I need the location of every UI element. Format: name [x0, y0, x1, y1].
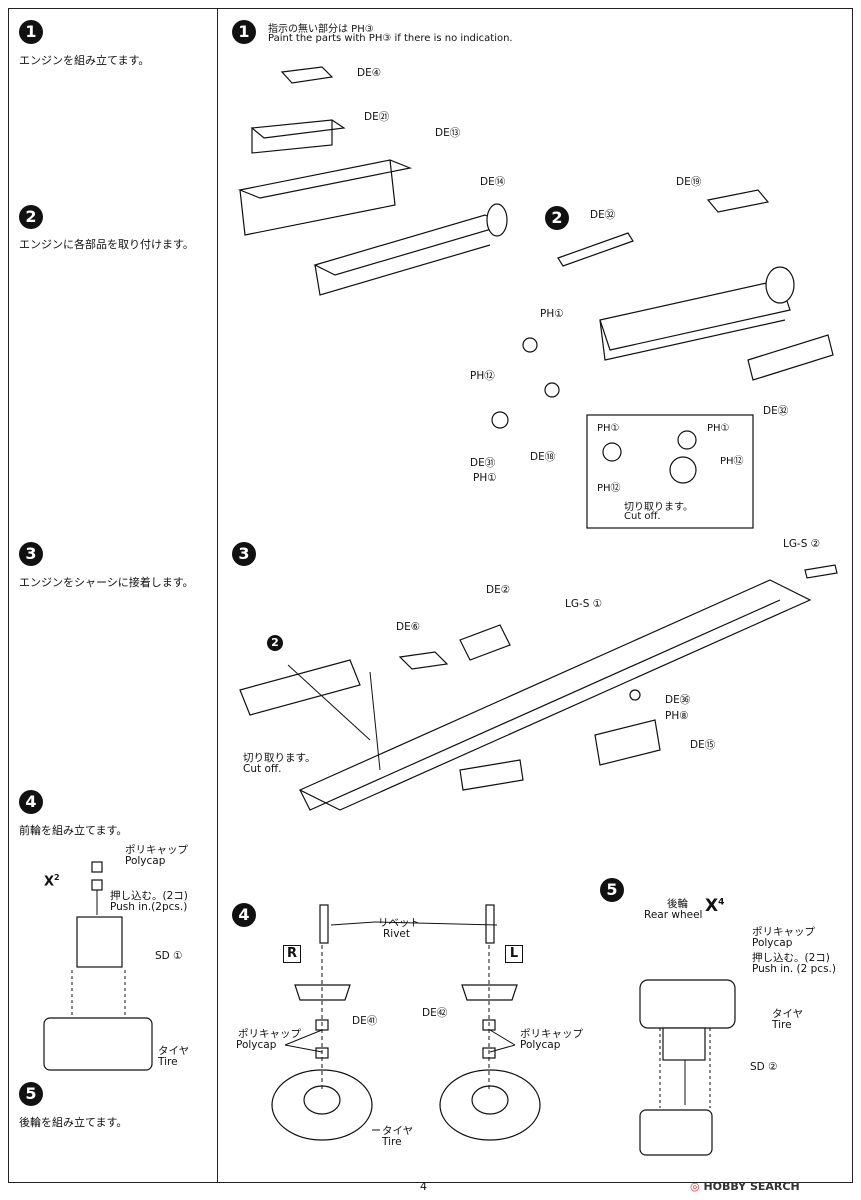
right-wheel-marker: R — [283, 945, 301, 963]
label-de42: DE㊷ — [422, 1007, 448, 1019]
label-de32-top: DE㉜ — [590, 209, 616, 221]
step3-cut-en: Cut off. — [243, 763, 282, 775]
step4-polycap-en-left: Polycap — [236, 1039, 277, 1051]
front-tire-jp: タイヤ — [158, 1045, 190, 1057]
label-de18: DE⑱ — [530, 451, 556, 463]
step4-polycap-en-right: Polycap — [520, 1039, 561, 1051]
left-step-5-text: 後輪を組み立てます。 — [19, 1116, 128, 1129]
label-de15: DE⑮ — [690, 739, 716, 751]
front-push-jp: 押し込む。(2コ) — [110, 890, 188, 902]
front-polycap-en: Polycap — [125, 855, 166, 867]
label-de13: DE⑬ — [435, 127, 461, 139]
label-de19: DE⑲ — [676, 176, 702, 188]
rear-wheel-en: Rear wheel — [644, 909, 703, 921]
inset-ph12-b: PH⑫ — [597, 483, 621, 494]
left-step-1-number: 1 — [19, 20, 43, 44]
label-de14: DE⑭ — [480, 176, 506, 188]
page-number: 4 — [420, 1180, 427, 1193]
front-sd-label: SD ① — [155, 950, 183, 962]
label-ph8: PH⑧ — [665, 710, 689, 722]
step5-polycap-jp: ポリキャップ — [752, 926, 815, 938]
left-step-3-text: エンジンをシャーシに接着します。 — [19, 576, 194, 589]
label-de32-right: DE㉜ — [763, 405, 789, 417]
step5-tire-jp: タイヤ — [772, 1008, 804, 1020]
step4-tire-en: Tire — [382, 1136, 402, 1148]
step3-engine-ref: 2 — [267, 635, 283, 651]
left-step-5-number: 5 — [19, 1082, 43, 1106]
step5-number: 5 — [600, 878, 624, 902]
label-lgs2: LG-S ② — [783, 538, 821, 550]
step5-sd-label: SD ② — [750, 1061, 778, 1073]
step5-polycap-en: Polycap — [752, 937, 793, 949]
step5-push-jp: 押し込む。(2コ) — [752, 952, 830, 964]
step1-note-en: Paint the parts with PH③ if there is no … — [268, 33, 513, 44]
front-tire-en: Tire — [158, 1056, 178, 1068]
left-step-2-text: エンジンに各部品を取り付けます。 — [19, 238, 194, 251]
label-ph12-belt: PH⑫ — [470, 370, 495, 382]
front-polycap-jp: ポリキャップ — [125, 844, 188, 856]
rivet-en: Rivet — [383, 928, 411, 940]
step5-push-en: Push in. (2 pcs.) — [752, 963, 836, 975]
column-divider — [217, 8, 218, 1183]
step4-polycap-jp-right: ポリキャップ — [520, 1028, 583, 1040]
label-ph1-fan: PH① — [473, 472, 497, 484]
step5-tire-en: Tire — [772, 1019, 792, 1031]
step4-tire-jp: タイヤ — [382, 1125, 414, 1137]
left-wheel-marker: L — [505, 945, 523, 963]
left-step-4-number: 4 — [19, 790, 43, 814]
label-de31: DE㉛ — [470, 457, 496, 469]
label-lgs1: LG-S ① — [565, 598, 603, 610]
front-x-mark: X2 — [44, 873, 60, 890]
step4-number: 4 — [232, 903, 256, 927]
page-frame — [8, 8, 853, 1183]
left-step-3-number: 3 — [19, 542, 43, 566]
step2-number: 2 — [545, 206, 569, 230]
step3-number: 3 — [232, 542, 256, 566]
label-de4: DE④ — [357, 67, 382, 79]
left-step-4-text: 前輪を組み立てます。 — [19, 824, 128, 837]
left-step-1-text: エンジンを組み立てます。 — [19, 54, 150, 67]
label-de6: DE⑥ — [396, 621, 421, 633]
inset-ph1-a: PH① — [597, 423, 620, 434]
watermark: ◎ HOBBY SEARCH — [690, 1180, 800, 1193]
label-de41: DE㊶ — [352, 1015, 378, 1027]
label-de36: DE㊱ — [665, 694, 691, 706]
left-step-2-number: 2 — [19, 205, 43, 229]
front-push-en: Push in.(2pcs.) — [110, 901, 188, 913]
label-de2: DE② — [486, 584, 511, 596]
label-ph1-belt: PH① — [540, 308, 564, 320]
inset-ph1-b: PH① — [707, 423, 730, 434]
step3-cut-jp: 切り取ります。 — [243, 752, 316, 764]
rear-wheel-jp: 後輪 — [667, 898, 688, 910]
step1-note-jp: 指示の無い部分は PH③ — [268, 24, 374, 35]
inset-cut-en: Cut off. — [624, 511, 661, 522]
inset-ph12-a: PH⑫ — [720, 456, 744, 467]
label-de21: DE㉑ — [364, 111, 390, 123]
step1-number: 1 — [232, 20, 256, 44]
rear-x-mark: X4 — [705, 896, 725, 916]
